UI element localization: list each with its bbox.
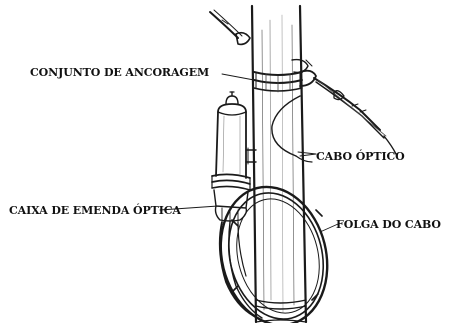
label-splice-closure: CAIXA DE EMENDA ÓPTICA (9, 204, 181, 217)
pole (252, 6, 306, 322)
optical-cable (272, 96, 316, 162)
label-anchoring-set: CONJUNTO DE ANCORAGEM (30, 66, 209, 79)
messenger-wire-right (314, 78, 396, 154)
label-cable-slack: FOLGA DO CABO (336, 218, 441, 231)
anchoring-set (254, 60, 316, 92)
cable-slack-loop (207, 175, 342, 323)
label-optical-cable: CABO ÓPTICO (316, 150, 405, 163)
messenger-wire-upper (210, 10, 250, 44)
